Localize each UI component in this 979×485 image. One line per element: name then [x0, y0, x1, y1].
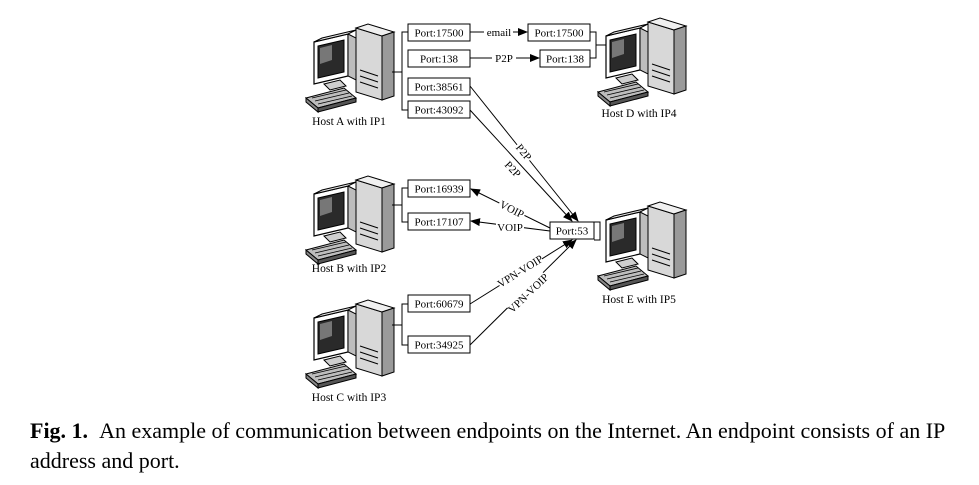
- port-box-b1: Port:16939: [407, 179, 471, 198]
- host-d-brace: [590, 31, 597, 59]
- host-a-computer-icon: [305, 23, 395, 113]
- port-box-e1: Port:53: [549, 221, 595, 240]
- host-b-brace: [401, 187, 408, 223]
- host-d-label: Host D with IP4: [601, 108, 676, 120]
- host-e-label: Host E with IP5: [602, 294, 676, 306]
- host-d-computer-icon: [597, 17, 687, 107]
- svg-text:Port:38561: Port:38561: [415, 82, 464, 94]
- host-a-brace: [401, 31, 408, 111]
- port-box-a2: Port:138: [407, 49, 471, 68]
- svg-text:Port:34925: Port:34925: [415, 340, 464, 352]
- svg-text:Port:43092: Port:43092: [415, 105, 464, 117]
- figure-caption: Fig. 1. An example of communication betw…: [30, 416, 960, 476]
- host-c-label: Host C with IP3: [312, 392, 387, 404]
- edge-p2p-2-label: P2P: [502, 159, 523, 180]
- edge-p2p-2-line: [469, 109, 573, 222]
- figure-caption-text: An example of communication between endp…: [30, 418, 945, 473]
- host-e-brace: [594, 221, 601, 241]
- port-box-c1: Port:60679: [407, 294, 471, 313]
- host-c-brace: [401, 303, 408, 346]
- port-box-b2: Port:17107: [407, 212, 471, 231]
- svg-text:Port:138: Port:138: [420, 54, 458, 66]
- svg-text:Port:60679: Port:60679: [415, 299, 464, 311]
- edge-email-label: email: [487, 27, 511, 39]
- svg-text:Port:138: Port:138: [546, 54, 584, 66]
- host-b-computer-icon: [305, 175, 395, 265]
- svg-text:Port:17500: Port:17500: [415, 28, 464, 40]
- svg-text:Port:53: Port:53: [556, 226, 589, 238]
- svg-text:Port:17107: Port:17107: [415, 217, 464, 229]
- host-e-computer-icon: [597, 201, 687, 291]
- host-c-computer-icon: [305, 299, 395, 389]
- edge-voip-2-label: VOIP: [497, 222, 523, 234]
- edge-p2p-ad-label: P2P: [495, 53, 513, 65]
- port-box-c2: Port:34925: [407, 335, 471, 354]
- port-box-d1: Port:17500: [527, 23, 591, 42]
- port-box-a3: Port:38561: [407, 77, 471, 96]
- edge-voip-1-label: VOIP: [497, 199, 525, 221]
- svg-text:Port:17500: Port:17500: [535, 28, 584, 40]
- svg-text:Port:16939: Port:16939: [415, 184, 464, 196]
- port-box-a4: Port:43092: [407, 100, 471, 119]
- host-b-label: Host B with IP2: [312, 263, 387, 275]
- figure-label: Fig. 1.: [30, 418, 89, 443]
- host-a-label: Host A with IP1: [312, 116, 386, 128]
- port-box-d2: Port:138: [539, 49, 591, 68]
- port-box-a1: Port:17500: [407, 23, 471, 42]
